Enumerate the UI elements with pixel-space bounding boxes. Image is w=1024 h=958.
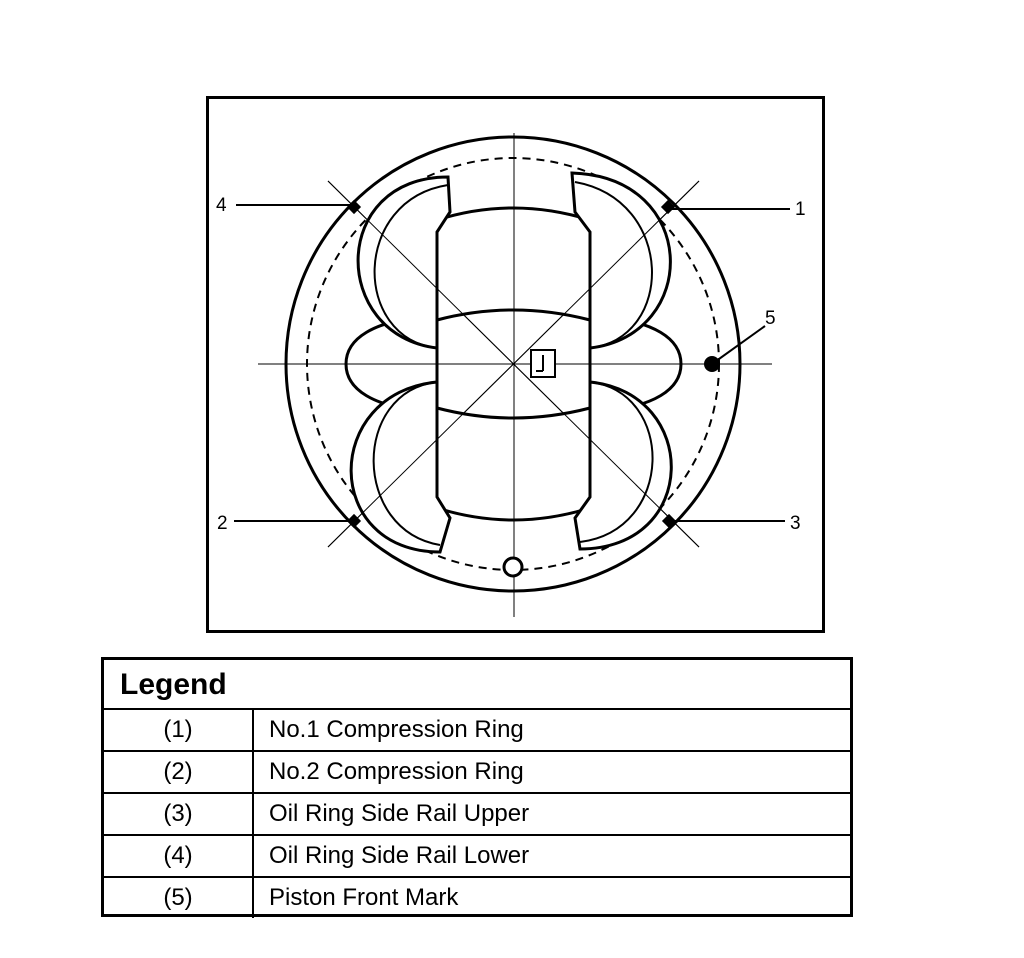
- legend-row-description: No.2 Compression Ring: [269, 758, 524, 785]
- legend-row: (1) No.1 Compression Ring: [104, 710, 850, 752]
- legend-row-number: (1): [104, 710, 254, 750]
- center-lines-overlay: [327, 180, 700, 548]
- legend-row: (2) No.2 Compression Ring: [104, 752, 850, 794]
- callout-4: 4: [216, 195, 227, 216]
- pin-hole-mark: [502, 556, 524, 578]
- legend-row: (4) Oil Ring Side Rail Lower: [104, 836, 850, 878]
- legend-row-number: (5): [104, 878, 254, 918]
- legend-row-number: (4): [104, 836, 254, 876]
- callout-5: 5: [765, 308, 776, 329]
- legend-title: Legend: [104, 660, 850, 710]
- legend-row-description: Oil Ring Side Rail Upper: [269, 800, 530, 827]
- gap-marker-1: [660, 199, 676, 215]
- legend-row-number: (2): [104, 752, 254, 792]
- legend-row: (3) Oil Ring Side Rail Upper: [104, 794, 850, 836]
- center-mark-square: [530, 349, 556, 378]
- callout-1: 1: [795, 199, 806, 220]
- gap-marker-4: [346, 199, 362, 215]
- piston-outer-circle: [284, 135, 742, 593]
- legend-row-description: No.1 Compression Ring: [269, 716, 524, 743]
- leader-lines: [234, 204, 790, 522]
- piston-ring-gap-diagram: 1 4 2 3 5: [206, 96, 825, 633]
- legend-row-number: (3): [104, 794, 254, 834]
- valve-relief-lower-right: [573, 380, 673, 551]
- callout-3: 3: [790, 513, 801, 534]
- callout-2: 2: [217, 513, 228, 534]
- legend-row: (5) Piston Front Mark: [104, 878, 850, 918]
- legend-table: Legend (1) No.1 Compression Ring (2) No.…: [101, 657, 853, 918]
- legend-row-description: Oil Ring Side Rail Lower: [269, 842, 530, 869]
- legend-row-description: Piston Front Mark: [269, 884, 459, 911]
- valve-relief-pockets: [349, 171, 673, 554]
- valve-relief-lower-left: [349, 380, 452, 554]
